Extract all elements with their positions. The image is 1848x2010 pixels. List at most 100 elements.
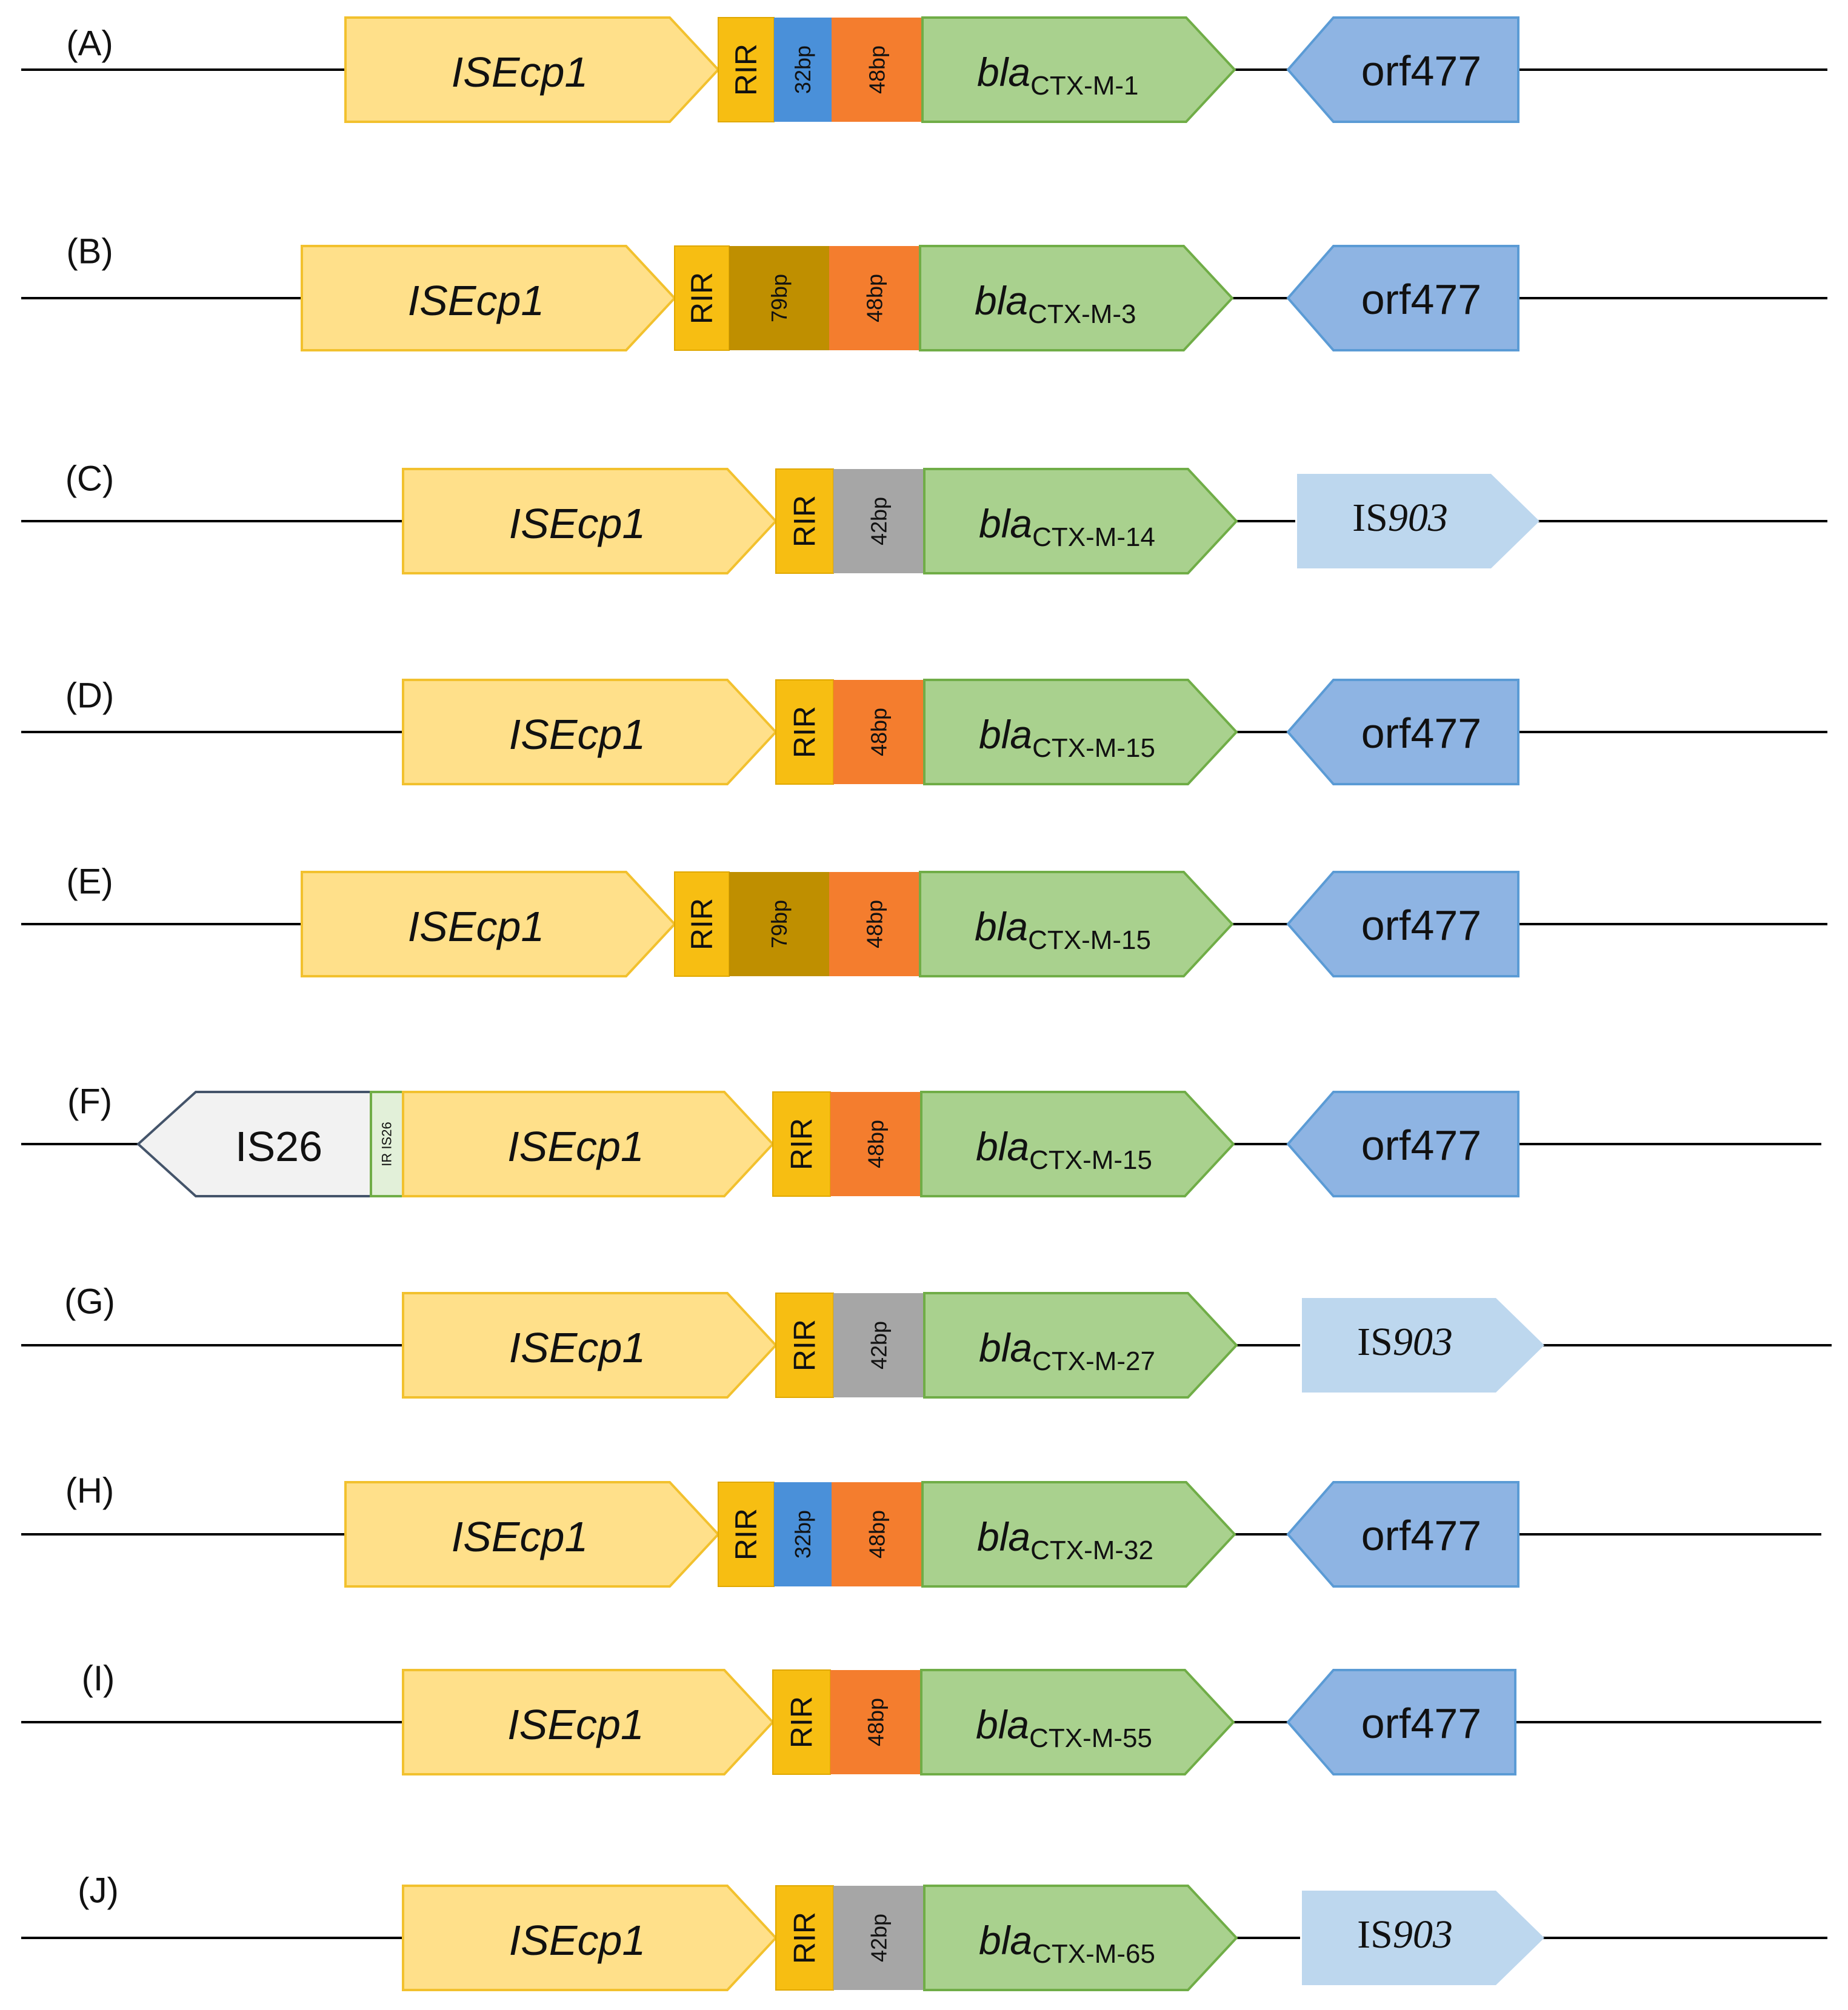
rir-label: RIR <box>729 44 763 96</box>
is903-label: IS903 <box>1357 1320 1453 1364</box>
bla-subscript: CTX-M-15 <box>1029 1145 1152 1175</box>
orf477-arrow <box>1286 16 1519 123</box>
isecp1-label: ISEcp1 <box>452 1513 589 1560</box>
bla-gene-arrow <box>923 1292 1238 1399</box>
bla-gene-arrow <box>920 1091 1235 1197</box>
bla-gene-arrow <box>921 1481 1236 1588</box>
bla-base: bla <box>979 1325 1032 1370</box>
rir-label: RIR <box>788 1319 822 1371</box>
bla-subscript: CTX-M-15 <box>1028 925 1151 955</box>
bla-gene-arrow <box>921 16 1236 123</box>
row-label: (G) <box>64 1282 115 1322</box>
bla-gene-arrow <box>919 245 1234 351</box>
bla-gene-label: blaCTX-M-32 <box>977 1514 1153 1565</box>
is903-arrow <box>1297 474 1539 568</box>
bla-base: bla <box>979 1918 1032 1963</box>
spacer-48bp-box <box>833 680 924 784</box>
orf477-arrow <box>1286 871 1519 977</box>
row-label: (E) <box>66 862 113 902</box>
rir-box <box>772 1091 831 1197</box>
middle-label: 48bp <box>864 1698 889 1746</box>
orf477-label: orf477 <box>1361 47 1481 95</box>
row-label: (J) <box>78 1871 119 1911</box>
rir-box <box>674 245 730 351</box>
spacer-48bp-box <box>830 1670 921 1774</box>
bla-base: bla <box>977 1514 1030 1559</box>
bla-subscript: CTX-M-32 <box>1030 1536 1153 1565</box>
isecp1-arrow <box>402 468 778 574</box>
spacer-79bp-box <box>729 246 829 350</box>
orf477-arrow <box>1286 679 1519 785</box>
rir-label: RIR <box>729 1508 763 1560</box>
isecp1-label: ISEcp1 <box>509 1324 646 1371</box>
bla-subscript: CTX-M-15 <box>1032 733 1155 763</box>
bla-subscript: CTX-M-65 <box>1032 1939 1155 1969</box>
rir-box <box>775 1885 834 1991</box>
middle-label: 48bp <box>865 45 890 94</box>
bla-gene-label: blaCTX-M-15 <box>976 1124 1152 1175</box>
bla-gene-label: blaCTX-M-55 <box>976 1702 1152 1753</box>
rir-label: RIR <box>685 898 719 950</box>
is903-arrow <box>1302 1891 1544 1985</box>
isecp1-arrow <box>344 1481 720 1588</box>
row-label: (C) <box>65 459 115 499</box>
bla-gene-label: blaCTX-M-27 <box>979 1325 1155 1376</box>
row-label: (H) <box>65 1471 115 1511</box>
rir-label: RIR <box>788 495 822 547</box>
row-label: (D) <box>65 676 115 716</box>
bla-gene-label: blaCTX-M-15 <box>979 712 1155 763</box>
spacer-label: 42bp <box>867 1914 892 1962</box>
rir-label: RIR <box>788 706 822 758</box>
rir-box <box>718 17 775 122</box>
spacer-48bp-box <box>829 872 920 976</box>
bla-gene-label: blaCTX-M-1 <box>977 50 1139 101</box>
is903-prefix: IS <box>1357 1912 1393 1957</box>
ir-is26-label: IR IS26 <box>379 1122 395 1166</box>
rir-label: RIR <box>685 272 719 324</box>
isecp1-label: ISEcp1 <box>509 711 646 758</box>
bla-base: bla <box>977 50 1030 95</box>
spacer-79bp-box <box>729 872 829 976</box>
isecp1-arrow <box>344 16 720 123</box>
rir-box <box>775 679 834 785</box>
orf477-arrow <box>1286 1091 1519 1197</box>
bla-gene-arrow <box>919 871 1234 977</box>
middle-label: 48bp <box>862 900 887 948</box>
spacer-32bp-box <box>774 1482 832 1586</box>
isecp1-arrow <box>402 1292 778 1399</box>
bla-base: bla <box>975 278 1028 323</box>
is903-label: IS903 <box>1352 496 1448 540</box>
rir-label: RIR <box>788 1912 822 1964</box>
isecp1-arrow <box>402 1885 778 1991</box>
orf477-label: orf477 <box>1361 276 1481 323</box>
row-label: (A) <box>66 24 113 64</box>
bla-gene-arrow <box>923 468 1238 574</box>
spacer-label: 42bp <box>867 1321 892 1369</box>
spacer-48bp-box <box>832 1482 922 1586</box>
rir-box <box>674 871 730 977</box>
isecp1-label: ISEcp1 <box>509 1917 646 1964</box>
spacer-32bp-box <box>774 18 832 122</box>
arrangement-row-g: (G) ISEcp1 RIR 42bp blaCTX-M-27 IS903 <box>21 1282 1832 1399</box>
bla-gene-arrow <box>920 1669 1235 1775</box>
spacer-42bp-box <box>833 1293 924 1397</box>
isecp1-label: ISEcp1 <box>408 277 545 324</box>
spacer-42bp-box <box>833 469 924 573</box>
isecp1-label: ISEcp1 <box>507 1701 644 1748</box>
spacer-42bp-box <box>833 1886 924 1990</box>
row-label: (I) <box>82 1659 115 1699</box>
bla-base: bla <box>975 904 1028 949</box>
ir-is26-box <box>370 1091 404 1197</box>
bla-gene-arrow <box>923 1885 1238 1991</box>
isecp1-label: ISEcp1 <box>509 500 646 547</box>
isecp1-label: ISEcp1 <box>452 48 589 96</box>
